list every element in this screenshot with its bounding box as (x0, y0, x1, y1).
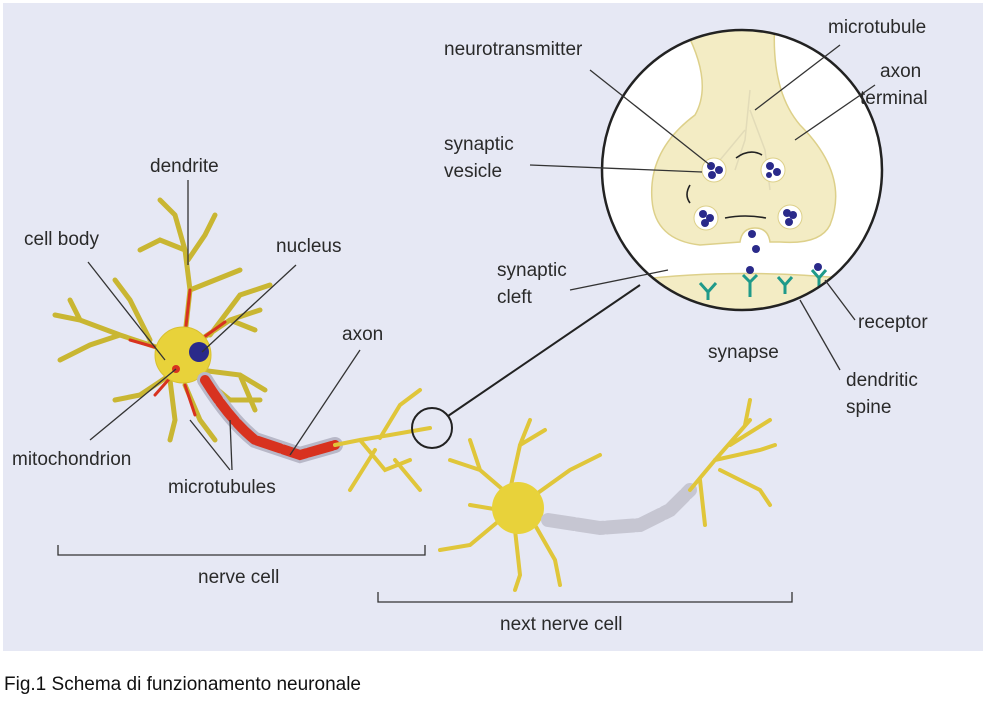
label-synaptic-vesicle-2: vesicle (444, 161, 502, 182)
label-next-nerve-cell: next nerve cell (500, 614, 623, 635)
label-microtubules: microtubules (168, 477, 276, 498)
label-cell-body: cell body (24, 229, 99, 250)
synapse-magnified-view (600, 28, 884, 312)
label-axon-terminal-1: axon (880, 61, 921, 82)
next-nerve-cell-illustration (438, 398, 777, 592)
label-nucleus: nucleus (276, 236, 342, 257)
label-dendritic-spine-1: dendritic (846, 370, 918, 391)
dendrites (52, 197, 273, 443)
leader-lines (87, 44, 876, 471)
next-cell-body-shape (492, 482, 544, 534)
neuron-diagram: dendrite cell body nucleus axon mitochon… (3, 3, 983, 651)
next-nerve-cell-bracket (377, 592, 793, 603)
zoom-highlight-circle (411, 407, 453, 449)
figure-caption: Fig.1 Schema di funzionamento neuronale (4, 674, 362, 695)
label-axon-terminal-2: terminal (860, 88, 928, 109)
nucleus-shape (189, 342, 209, 362)
receptors (698, 269, 828, 300)
nerve-cell-illustration (52, 197, 432, 492)
label-dendrite: dendrite (150, 156, 219, 177)
nerve-cell-bracket (57, 545, 426, 556)
label-axon: axon (342, 324, 383, 345)
label-neurotransmitter: neurotransmitter (444, 39, 583, 60)
label-nerve-cell: nerve cell (198, 567, 279, 588)
label-microtubule: microtubule (828, 17, 926, 38)
cycle-arrows (686, 151, 767, 219)
label-receptor: receptor (858, 312, 928, 333)
label-dendritic-spine-2: spine (846, 397, 891, 418)
axon-shape (200, 375, 340, 461)
label-synaptic-cleft-1: synaptic (497, 260, 567, 281)
label-synaptic-cleft-2: cleft (497, 287, 533, 308)
label-synapse: synapse (708, 342, 779, 363)
cell-body-shape (154, 326, 212, 384)
next-myelin-sheath (541, 483, 697, 536)
label-mitochondrion: mitochondrion (12, 449, 131, 470)
vesicles (693, 157, 822, 274)
label-synaptic-vesicle-1: synaptic (444, 134, 514, 155)
zoom-connector-line (447, 284, 641, 417)
